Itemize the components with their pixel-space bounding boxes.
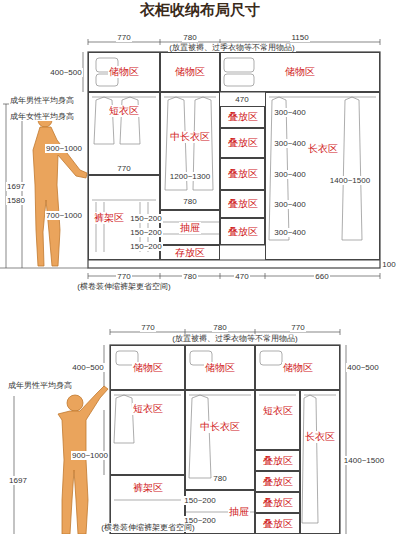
dimension-label: 780 bbox=[182, 33, 197, 42]
cabinet-compartment: 叠放区 bbox=[220, 128, 265, 158]
cabinet-compartment: 储物区 bbox=[185, 345, 255, 390]
cabinet-compartment: 叠放区 bbox=[255, 492, 300, 513]
dimension-label: (放置被褥、过季衣物等不常用物品) bbox=[171, 334, 298, 343]
zone-label: 长衣区 bbox=[307, 143, 339, 155]
cabinet-compartment: 存放区 bbox=[160, 245, 220, 260]
cabinet-compartment: 叠放区 bbox=[220, 190, 265, 218]
zone-label: 叠放区 bbox=[227, 168, 259, 180]
zone-label: 储物区 bbox=[132, 362, 164, 374]
cabinet-compartment: 叠放区 bbox=[255, 450, 300, 471]
dimension-label: 1580 bbox=[6, 196, 26, 205]
dimension-label: 150~200 bbox=[183, 496, 216, 505]
cabinet-compartment: 储物区 bbox=[88, 52, 160, 92]
zone-label: 叠放区 bbox=[227, 226, 259, 238]
zone-label: 裤架区 bbox=[93, 212, 125, 224]
dimension-label: (横卷装伸缩裤架更省空间) bbox=[76, 282, 171, 291]
dimension-label: 100 bbox=[381, 260, 396, 269]
dimension-label: 1400~1500 bbox=[329, 176, 371, 185]
page-title: 衣柜收纳布局尺寸 bbox=[0, 1, 400, 18]
dimension-label: 700~1000 bbox=[45, 211, 83, 220]
dimension-label: 1697 bbox=[8, 476, 28, 485]
cabinet-compartment: 储物区 bbox=[160, 52, 220, 92]
dimension-label: 660 bbox=[314, 272, 329, 281]
dimension-label: 770 bbox=[116, 272, 131, 281]
dimension-label: 300~400 bbox=[273, 170, 306, 179]
zone-label: 叠放区 bbox=[262, 455, 294, 467]
cabinet-compartment: 叠放区 bbox=[220, 158, 265, 190]
dimension-label: 300~400 bbox=[273, 200, 306, 209]
zone-label: 中长衣区 bbox=[169, 131, 211, 143]
zone-label: 储物区 bbox=[204, 362, 236, 374]
zone-label: 叠放区 bbox=[262, 497, 294, 509]
cabinet-compartment: 叠放区 bbox=[220, 106, 265, 128]
cabinet-compartment: 长衣区 bbox=[300, 390, 340, 534]
dimension-label: 900~1000 bbox=[71, 451, 109, 460]
zone-label: 抽屉 bbox=[228, 506, 250, 518]
dimension-label: 1400~1500 bbox=[343, 456, 385, 465]
cabinet-compartment: 储物区 bbox=[110, 345, 185, 390]
zone-label: 储物区 bbox=[108, 66, 140, 78]
zone-label: 中长衣区 bbox=[199, 421, 241, 433]
cabinet-compartment: 短衣区 bbox=[110, 390, 185, 475]
dimension-label: 770 bbox=[140, 323, 155, 332]
zone-label: 储物区 bbox=[174, 66, 206, 78]
dimension-label: 770 bbox=[116, 33, 131, 42]
dimension-label: 300~400 bbox=[273, 228, 306, 237]
zone-label: 长衣区 bbox=[304, 431, 336, 443]
zone-label: 储物区 bbox=[282, 362, 314, 374]
dimension-label: 780 bbox=[212, 474, 227, 483]
zone-label: 叠放区 bbox=[227, 137, 259, 149]
dimension-label: 470 bbox=[234, 95, 249, 104]
cabinet-compartment: 储物区 bbox=[220, 52, 380, 92]
dimension-label: 300~400 bbox=[273, 139, 306, 148]
dimension-label: 1697 bbox=[6, 182, 26, 191]
dimension-label: 成年男性平均身高 bbox=[7, 381, 73, 390]
dimension-label: 150~200 bbox=[129, 214, 162, 223]
dimension-label: (横卷装伸缩裤架更省空间) bbox=[100, 523, 195, 532]
zone-label: 短衣区 bbox=[108, 105, 140, 117]
dimension-label: 780 bbox=[212, 323, 227, 332]
dimension-label: 150~200 bbox=[129, 242, 162, 251]
dimension-label: (放置被褥、过季衣物等不常用物品) bbox=[168, 43, 295, 52]
dimension-label: 770 bbox=[116, 164, 131, 173]
dimension-label: 780 bbox=[182, 272, 197, 281]
cabinet-compartment: 叠放区 bbox=[255, 513, 300, 534]
zone-label: 叠放区 bbox=[227, 111, 259, 123]
dimension-label: 1200~1300 bbox=[169, 172, 211, 181]
cabinet-compartment: 储物区 bbox=[255, 345, 340, 390]
dimension-label: 900~1000 bbox=[45, 144, 83, 153]
cabinet-compartment: 中长衣区 bbox=[160, 92, 220, 210]
dimension-label: 成年男性平均身高 bbox=[9, 96, 75, 105]
zone-label: 叠放区 bbox=[227, 198, 259, 210]
dimension-label: 770 bbox=[290, 323, 305, 332]
dimension-label: 150~200 bbox=[129, 228, 162, 237]
zone-label: 存放区 bbox=[174, 247, 206, 259]
cabinet-compartment: 短衣区 bbox=[255, 390, 300, 450]
zone-label: 短衣区 bbox=[132, 403, 164, 415]
zone-label: 储物区 bbox=[284, 66, 316, 78]
zone-label: 叠放区 bbox=[262, 476, 294, 488]
cabinet-compartment: 叠放区 bbox=[220, 218, 265, 245]
dimension-label: 400~500 bbox=[49, 68, 82, 77]
zone-label: 短衣区 bbox=[262, 405, 294, 417]
cabinet-compartment: 抽屉 bbox=[160, 210, 220, 245]
cabinet-compartment: 叠放区 bbox=[255, 471, 300, 492]
dimension-label: 400~500 bbox=[71, 363, 104, 372]
zone-label: 裤架区 bbox=[132, 482, 164, 494]
dimension-label: 470 bbox=[234, 272, 249, 281]
dimension-label: 300~400 bbox=[273, 108, 306, 117]
dimension-label: 780 bbox=[182, 197, 197, 206]
dimension-label: 成年女性平均身高 bbox=[9, 112, 75, 121]
dimension-label: 400~500 bbox=[346, 363, 379, 372]
dimension-label: 1150 bbox=[290, 33, 309, 42]
zone-label: 抽屉 bbox=[179, 222, 201, 234]
zone-label: 叠放区 bbox=[262, 518, 294, 530]
